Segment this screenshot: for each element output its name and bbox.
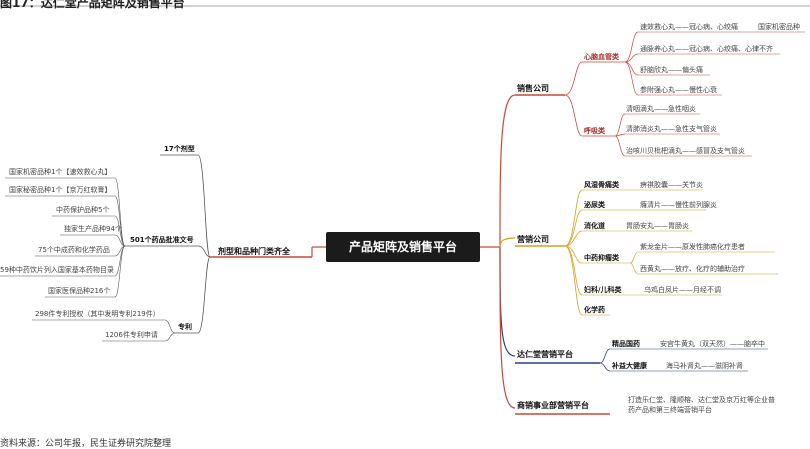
group-oncology: 中药抑瘤类 [584,254,619,262]
item-cardio-1: 速效救心丸——冠心病、心绞痛 [640,23,738,31]
item-cardio-2: 通脉养心丸——冠心病、心绞痛、心律不齐 [640,45,773,53]
item-resp-2: 清肺消炎丸——急性支气管炎 [626,125,717,133]
group-cardio: 心脑血管类 [584,53,619,61]
left-main-node: 剂型和品种门类齐全 [218,247,290,256]
group-digestive: 消化道 [584,222,605,230]
group-respiratory: 呼吸类 [584,127,605,135]
central-node: 产品矩阵及销售平台 [326,232,480,262]
dosage-forms: 17个剂型 [164,145,195,153]
group-health: 补益大健康 [612,362,647,370]
item-urology-1: 癃清片——慢性前列腺炎 [640,201,717,209]
item-health-1: 海马补肾丸——滋阴补肾 [666,362,743,370]
item-gyn-1: 乌鸡白凤片——月经不调 [644,286,721,294]
figure-title: 图17：达仁堂产品矩阵及销售平台 [0,0,185,10]
item-cardio-3: 舒脑欣丸——偏头痛 [640,66,703,74]
item-premium-1: 安宫牛黄丸（双天然）——脑卒中 [660,340,765,348]
approval-item-4: 独家生产品种94个 [64,225,122,233]
item-resp-3: 治咳川贝枇杷滴丸——感冒及支气管炎 [626,147,745,155]
approval-item-6: 59种中药饮片列入国家基本药物目录 [0,266,114,274]
patent-item-1: 298件专利授权（其中发明专利219件） [35,310,160,318]
item-rheum-1: 痹祺胶囊——关节炎 [640,181,703,189]
item-oncology-1: 紫龙金片——原发性肺癌化疗患者 [640,243,745,251]
item-oncology-2: 西黄丸——放疗、化疗的辅助治疗 [640,265,745,273]
source-note: 资料来源：公司年报，民生证券研究院整理 [0,439,172,449]
approvals-label: 501个药品批准文号 [130,236,194,244]
item-digestive-1: 胃肠安丸——胃肠炎 [626,222,689,230]
patent-item-2: 1206件专利申请 [105,331,158,339]
branch-business-dept: 商销事业部营销平台 [517,401,589,410]
badge-state-secret: 国家机密品种 [758,23,800,31]
patents-label: 专利 [178,323,192,331]
approval-item-5: 75个中成药和化学药品 [38,246,110,254]
business-desc-2: 药产品和第三终端营销平台 [628,406,712,414]
branch-marketing-company: 营销公司 [517,235,549,244]
approval-item-3: 中药保护品种5个 [56,206,110,214]
item-resp-1: 清咽滴丸——急性咽炎 [626,105,696,113]
group-gyn-ped: 妇科/儿科类 [584,286,622,294]
item-cardio-4: 参附强心丸——慢性心衰 [640,86,717,94]
approval-item-7: 国家医保品种216个 [48,287,111,295]
group-rheum: 风湿骨痛类 [584,181,619,189]
branch-sales-company: 销售公司 [517,84,549,93]
approval-item-2: 国家秘密品种1个【京万红软膏】 [9,186,112,194]
approval-item-1: 国家机密品种1个【速效救心丸】 [9,168,112,176]
group-premium: 精品国药 [612,340,640,348]
group-chemical: 化学药 [584,306,605,314]
branch-darentang-platform: 达仁堂营销平台 [517,350,573,359]
business-desc-1: 打造乐仁堂、隆顺榕、达仁堂及京万红等企业普 [628,396,775,404]
group-urology: 泌尿类 [584,201,605,209]
